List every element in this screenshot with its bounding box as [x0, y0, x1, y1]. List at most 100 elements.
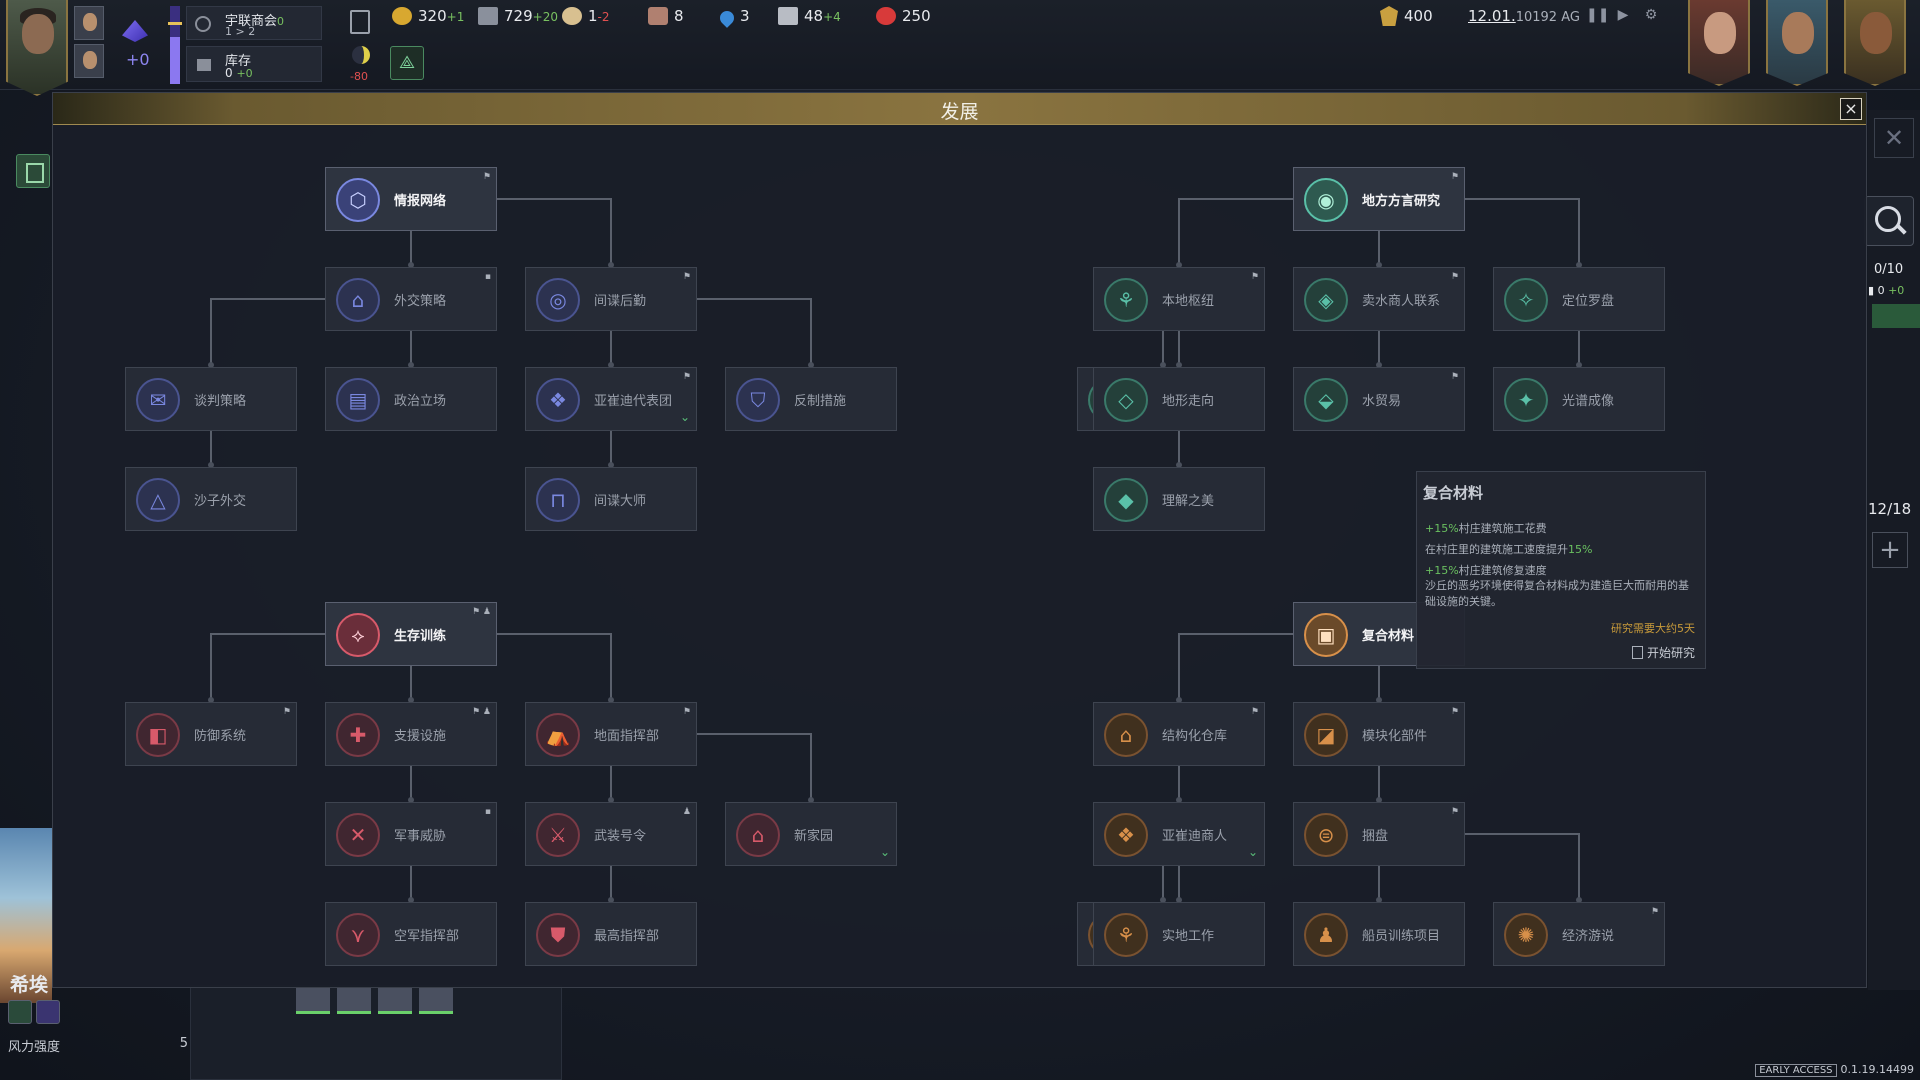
tech-node[interactable]: ◪模块化部件⚑: [1293, 702, 1465, 766]
tech-node[interactable]: ⛉ 反制措施: [725, 367, 897, 431]
faction-portrait-harkonnen[interactable]: [1688, 0, 1750, 86]
resource-manpower[interactable]: 48+4: [778, 4, 841, 28]
eye-diamond-icon: ◆: [1104, 478, 1148, 522]
moon-phase-delta: -80: [350, 70, 368, 83]
storage-panel[interactable]: 库存 0 +0: [186, 46, 322, 82]
tech-node[interactable]: ⊓间谍大师: [525, 467, 697, 531]
tech-node[interactable]: ✚支援设施⚑ ♟: [325, 702, 497, 766]
connector-joint: [808, 362, 814, 368]
tech-node[interactable]: ✧定位罗盘: [1493, 267, 1665, 331]
fuel-cell-icon: [648, 7, 668, 25]
tree-connector: [210, 633, 325, 702]
water-value: 3: [740, 7, 750, 25]
tech-node[interactable]: △沙子外交: [125, 467, 297, 531]
city-name: 希埃: [10, 974, 49, 996]
guild-name: 宇联商会: [225, 14, 278, 29]
advisor-face: [83, 13, 97, 31]
tech-node-label: 地方方言研究: [1362, 194, 1441, 209]
tech-node[interactable]: ✕军事威胁▪: [325, 802, 497, 866]
tech-node[interactable]: ⛊最高指挥部: [525, 902, 697, 966]
tech-node[interactable]: ◧防御系统⚑: [125, 702, 297, 766]
requirement-flag-icon: ▪: [484, 807, 491, 817]
requirement-flag-icon: ▪: [484, 272, 491, 282]
tech-node[interactable]: ⚘本地枢纽⚑: [1093, 267, 1265, 331]
tech-node[interactable]: ⚔武装号令♟: [525, 802, 697, 866]
leader-portrait[interactable]: [6, 0, 68, 96]
guild-name-row: 宇联商会0: [225, 10, 284, 29]
advisor-portrait-1[interactable]: [74, 6, 104, 40]
tech-node-label: 反制措施: [794, 394, 847, 409]
search-icon[interactable]: [1864, 196, 1914, 246]
tech-node[interactable]: ⌂结构化仓库⚑: [1093, 702, 1265, 766]
tech-node[interactable]: ⬡情报网络⚑: [325, 167, 497, 231]
pause-icon[interactable]: ❚❚: [1586, 7, 1610, 23]
tech-node[interactable]: ⛺地面指挥部⚑: [525, 702, 697, 766]
connector-joint: [1376, 262, 1382, 268]
faction-portrait-atreides[interactable]: [1766, 0, 1828, 86]
guild-sub: 1 > 2: [225, 25, 256, 38]
resource-solari[interactable]: 320+1: [392, 4, 464, 28]
connector-joint: [1576, 362, 1582, 368]
tooltip-effect-2: 在村庄里的建筑施工速度提升15%: [1425, 541, 1592, 557]
manpower-delta: +4: [823, 10, 841, 24]
crystal-badge-icon[interactable]: [36, 1000, 60, 1024]
faction-emblem-icon[interactable]: [8, 1000, 32, 1024]
right-green-tab[interactable]: [1872, 304, 1920, 328]
gear-icon[interactable]: ⚙: [1644, 7, 1658, 23]
connector-joint: [208, 697, 214, 703]
tech-node[interactable]: ◆理解之美: [1093, 467, 1265, 531]
tech-node[interactable]: ♟船员训练项目: [1293, 902, 1465, 966]
play-icon[interactable]: ▶: [1617, 7, 1629, 23]
unit-slot[interactable]: [296, 988, 330, 1014]
tech-node[interactable]: ✉谈判策略: [125, 367, 297, 431]
tech-node[interactable]: ◉地方方言研究⚑: [1293, 167, 1465, 231]
connector-joint: [1176, 797, 1182, 803]
close-button[interactable]: ×: [1840, 98, 1862, 120]
resource-plascrete[interactable]: 729+20: [478, 4, 558, 28]
clipboard-icon[interactable]: [350, 10, 370, 34]
crossed-swords-icon: ✕: [336, 813, 380, 857]
resource-authority[interactable]: 1-2: [562, 4, 610, 28]
fieldwork-icon: ⚘: [1104, 913, 1148, 957]
resource-fuel[interactable]: 8: [648, 4, 684, 28]
armed-icon: ⚔: [536, 813, 580, 857]
tech-node[interactable]: ❖亚崔迪商人⌄: [1093, 802, 1265, 866]
tech-node[interactable]: ✦光谱成像: [1493, 367, 1665, 431]
tech-node[interactable]: ⚘实地工作: [1093, 902, 1265, 966]
hawk-icon: ❖: [536, 378, 580, 422]
resource-spice[interactable]: 250: [876, 4, 931, 28]
unit-slot[interactable]: [378, 988, 412, 1014]
tech-node[interactable]: ⟡生存训练⚑ ♟: [325, 602, 497, 666]
tech-node[interactable]: ⌂外交策略▪: [325, 267, 497, 331]
tech-node[interactable]: ▤政治立场: [325, 367, 497, 431]
shield-icon: ⛉: [736, 378, 780, 422]
network-button[interactable]: ⟁: [390, 46, 424, 80]
start-research-button[interactable]: 开始研究: [1632, 644, 1695, 661]
tech-node[interactable]: ⬙水贸易⚑: [1293, 367, 1465, 431]
tech-node[interactable]: ⌂新家园⌄: [725, 802, 897, 866]
right-close-icon[interactable]: ✕: [1874, 118, 1914, 158]
journal-button[interactable]: [16, 154, 50, 188]
tech-node[interactable]: ❖亚崔迪代表团⚑⌄: [525, 367, 697, 431]
tech-node[interactable]: ◈卖水商人联系⚑: [1293, 267, 1465, 331]
medic-icon: ✚: [336, 713, 380, 757]
guild-panel[interactable]: 宇联商会0 1 > 2: [186, 6, 322, 40]
advisor-portrait-2[interactable]: [74, 44, 104, 78]
faction-portrait-fremen[interactable]: [1844, 0, 1906, 86]
tree-connector: [697, 733, 812, 802]
tech-node[interactable]: ⋎空军指挥部: [325, 902, 497, 966]
tech-node[interactable]: ✺经济游说⚑: [1493, 902, 1665, 966]
add-button[interactable]: +: [1872, 532, 1908, 568]
water-drop-icon: ◈: [1304, 278, 1348, 322]
unit-slot[interactable]: [419, 988, 453, 1014]
tech-node[interactable]: ◎间谍后勤⚑: [525, 267, 697, 331]
storage-value: 0: [225, 66, 233, 80]
requirement-flag-icon: ⚑: [682, 372, 691, 382]
connector-joint: [208, 362, 214, 368]
resource-water[interactable]: 3: [717, 4, 750, 28]
tech-node[interactable]: ◇地形走向: [1093, 367, 1265, 431]
tech-node[interactable]: ⊜捆盘⚑: [1293, 802, 1465, 866]
reputation[interactable]: 400: [1380, 4, 1433, 28]
tree-connector: [497, 198, 612, 267]
unit-slot[interactable]: [337, 988, 371, 1014]
